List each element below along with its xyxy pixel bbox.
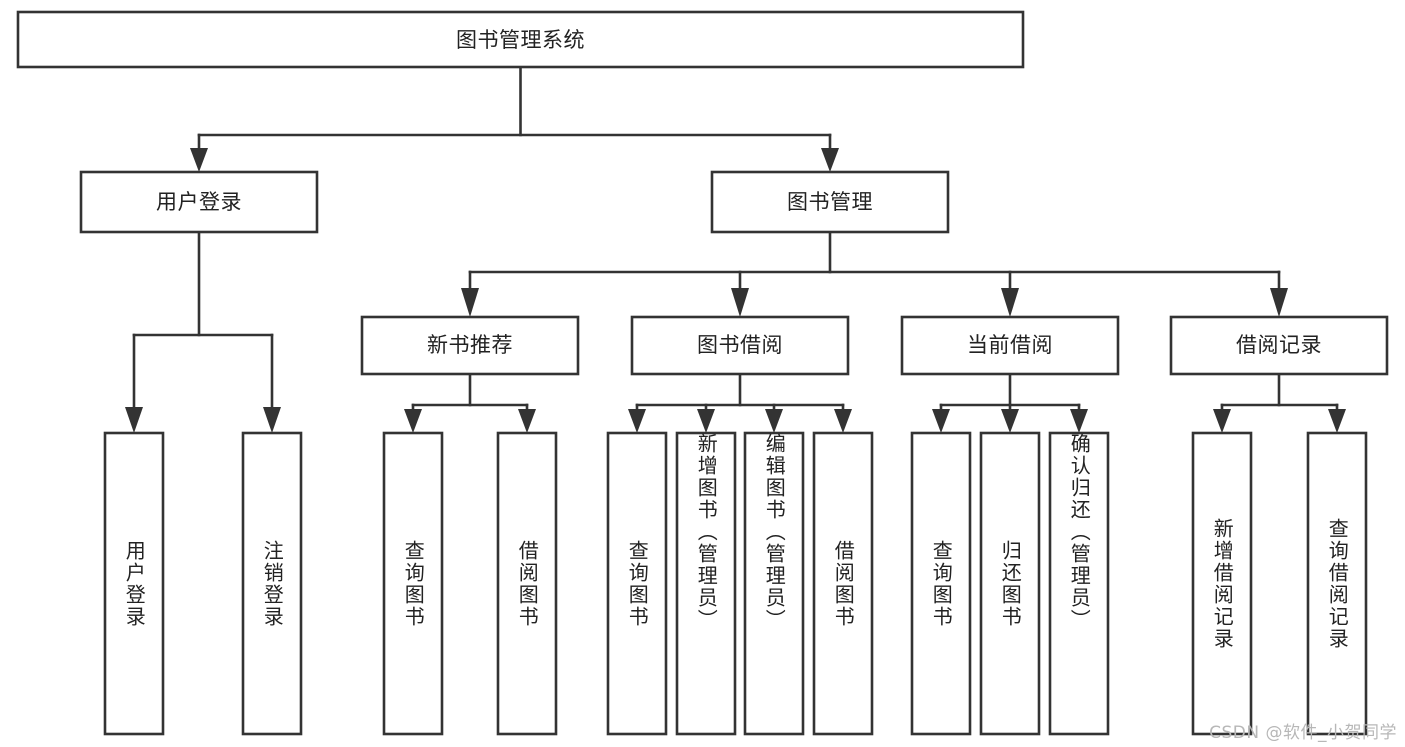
node-root[interactable]: 图书管理系统 [16,10,1025,69]
node-user-login-label: 用户登录 [156,190,242,214]
node-leaf-8[interactable] [812,431,874,736]
node-leaf-13[interactable] [1306,431,1368,736]
connector-currentborrow-to-leaves [932,372,1088,433]
arrow-to-leaf-8 [834,409,852,433]
arrow-to-book-manage [821,148,839,172]
arrow-to-leaf-6 [697,409,715,433]
node-leaf-10[interactable] [979,431,1041,736]
arrow-to-leaf-5 [628,409,646,433]
node-current-borrow-label: 当前借阅 [967,333,1053,357]
node-book-borrow-label: 图书借阅 [697,333,783,357]
arrow-to-leaf-7 [765,409,783,433]
arrow-to-leaf-1 [125,407,143,433]
node-leaf-5[interactable] [606,431,668,736]
arrow-to-leaf-13 [1328,409,1346,433]
node-book-manage-label: 图书管理 [787,190,873,214]
node-new-book-rec[interactable]: 新书推荐 [360,315,580,376]
connector-root-to-level2 [190,65,839,172]
arrow-to-leaf-2 [263,407,281,433]
connector-newbookrec-to-leaves [404,372,536,433]
arrow-to-leaf-11 [1070,409,1088,433]
arrow-to-new-book-rec [461,288,479,317]
node-new-book-rec-label: 新书推荐 [427,333,513,357]
node-current-borrow[interactable]: 当前借阅 [900,315,1120,376]
node-leaf-7[interactable] [743,431,805,736]
arrow-to-leaf-12 [1213,409,1231,433]
node-root-label: 图书管理系统 [456,28,585,52]
node-leaf-3[interactable] [382,431,444,736]
arrow-to-leaf-10 [1001,409,1019,433]
arrow-to-current-borrow [1001,288,1019,317]
csdn-watermark: CSDN @软件_小贺同学 [1209,723,1397,743]
connector-userlogin-to-leaves [125,230,281,433]
node-leaf-2[interactable] [241,431,303,736]
arrow-to-leaf-3 [404,409,422,433]
arrow-to-leaf-4 [518,409,536,433]
connector-borrowrecord-to-leaves [1213,372,1346,433]
node-leaf-11[interactable] [1048,431,1110,736]
node-book-manage[interactable]: 图书管理 [710,170,950,234]
connector-bookborrow-to-leaves [628,372,852,433]
node-leaf-9[interactable] [910,431,972,736]
node-user-login[interactable]: 用户登录 [79,170,319,234]
node-borrow-record[interactable]: 借阅记录 [1169,315,1389,376]
node-leaf-1[interactable] [103,431,165,736]
node-leaf-12[interactable] [1191,431,1253,736]
node-borrow-record-label: 借阅记录 [1236,333,1322,357]
arrow-to-borrow-record [1270,288,1288,317]
node-book-borrow[interactable]: 图书借阅 [630,315,850,376]
node-leaf-6[interactable] [675,431,737,736]
arrow-to-leaf-9 [932,409,950,433]
node-leaf-4[interactable] [496,431,558,736]
connector-bookmanage-to-level3 [461,230,1288,317]
arrow-to-user-login [190,148,208,172]
arrow-to-book-borrow [731,288,749,317]
